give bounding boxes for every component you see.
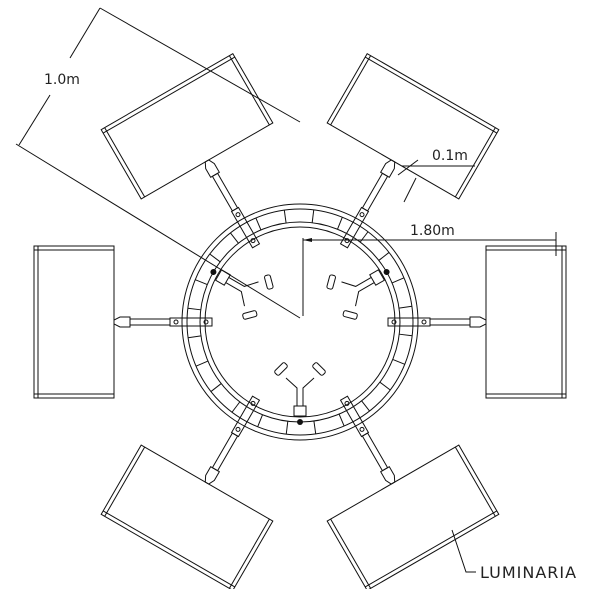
lamp-neck bbox=[379, 159, 396, 178]
support-arm bbox=[361, 172, 389, 212]
luminaire bbox=[326, 395, 500, 589]
ring-segment-tick bbox=[391, 277, 405, 284]
ring-bracket bbox=[230, 206, 261, 249]
luminaire bbox=[387, 245, 567, 399]
dimension-radius: 1.80m bbox=[302, 223, 557, 316]
lamp-housing bbox=[33, 245, 115, 399]
ring-segment-tick bbox=[209, 253, 221, 263]
luminaire-callout: LUMINARIA bbox=[451, 529, 577, 582]
support-arm bbox=[211, 432, 239, 472]
ring-segment-tick bbox=[361, 400, 370, 412]
ring-segment-tick bbox=[195, 279, 208, 286]
ring-segment-tick bbox=[336, 217, 343, 230]
lamp-neck bbox=[204, 466, 221, 485]
luminaire bbox=[33, 245, 213, 399]
ring-segment-tick bbox=[338, 413, 345, 427]
dimension-clearance-label: 0.1m bbox=[432, 148, 468, 164]
ring-segment-tick bbox=[311, 209, 315, 223]
luminaire bbox=[100, 52, 274, 249]
ring-segment-tick bbox=[210, 383, 222, 392]
ring-segment-tick bbox=[187, 307, 201, 311]
ring-segment-tick bbox=[359, 231, 369, 243]
support-arm bbox=[429, 318, 471, 326]
inner-fixtures bbox=[210, 269, 390, 425]
ring-segment-tick bbox=[379, 381, 391, 391]
ring-segment-tick bbox=[313, 420, 317, 434]
support-arm bbox=[361, 432, 389, 472]
ring-segment-tick bbox=[195, 360, 209, 367]
dimension-radius-label: 1.80m bbox=[410, 223, 455, 239]
lamp-housing bbox=[100, 444, 274, 589]
ring-segment-tick bbox=[399, 333, 413, 337]
ring-segment-tick bbox=[285, 421, 289, 435]
ring-segment-tick bbox=[188, 335, 202, 339]
support-arm bbox=[129, 318, 171, 326]
ring-segment-tick bbox=[255, 217, 262, 231]
dimension-length: 1.0m bbox=[15, 7, 301, 319]
ring-bracket bbox=[387, 317, 431, 327]
ring-segment-tick bbox=[392, 358, 405, 365]
ring-segment-tick bbox=[398, 305, 412, 309]
ring-bracket bbox=[230, 395, 261, 438]
central-ring bbox=[181, 203, 419, 441]
ring-segment-tick bbox=[230, 232, 239, 244]
fixture-pair bbox=[326, 269, 390, 320]
support-arm bbox=[211, 172, 239, 212]
lamp-housing bbox=[326, 52, 500, 200]
ring-bracket bbox=[339, 395, 370, 438]
lamp-neck bbox=[113, 316, 131, 328]
ring-segment-tick bbox=[257, 414, 264, 427]
ring-bracket bbox=[169, 317, 213, 327]
luminaire bbox=[326, 52, 500, 249]
ring-segment-tick bbox=[378, 252, 390, 261]
lamp-housing bbox=[485, 245, 567, 399]
luminaire bbox=[100, 395, 274, 589]
fixture-pair bbox=[210, 269, 274, 320]
dimension-clearance: 0.1m bbox=[397, 148, 475, 203]
lamp-housing bbox=[100, 52, 274, 200]
ring-bracket bbox=[339, 206, 370, 249]
lamp-housing bbox=[326, 444, 500, 589]
luminaire-label: LUMINARIA bbox=[480, 563, 577, 582]
fixture-pair bbox=[274, 362, 326, 425]
ring-segment-tick bbox=[231, 401, 241, 413]
lamp-neck bbox=[204, 159, 221, 178]
lamp-neck bbox=[379, 466, 396, 485]
ring-segment-tick bbox=[283, 210, 287, 224]
lamp-neck bbox=[469, 316, 487, 328]
dimension-length-label: 1.0m bbox=[44, 72, 80, 88]
